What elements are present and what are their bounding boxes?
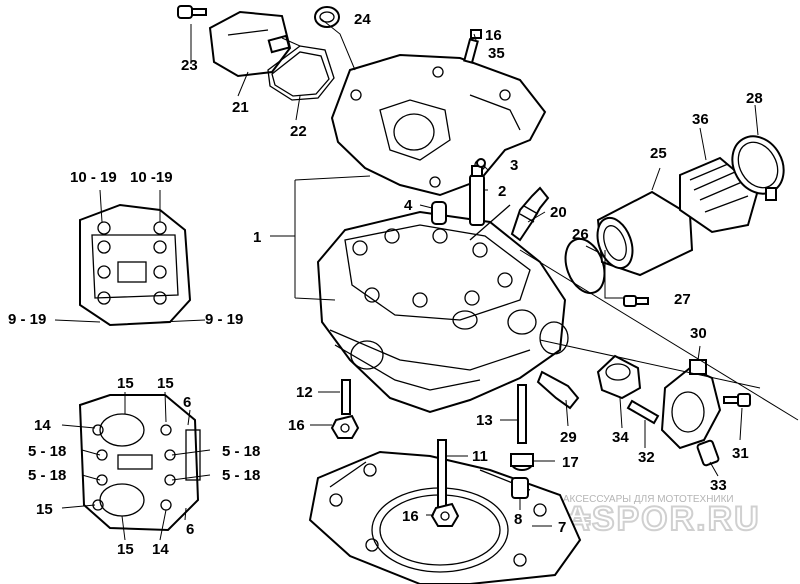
label-15-c: 15 (36, 501, 53, 518)
label-8: 8 (514, 511, 522, 528)
label-29: 29 (560, 429, 577, 446)
stud-32 (626, 399, 660, 425)
pipe-2 (469, 165, 485, 226)
label-5-18-c: 5 - 18 (28, 467, 66, 484)
stud-35 (463, 29, 482, 64)
label-9-19-right: 9 - 19 (205, 311, 243, 328)
stud-12 (341, 379, 351, 415)
inset-cam-holder (78, 394, 201, 532)
label-3: 3 (510, 157, 518, 174)
side-cover-gasket (267, 45, 335, 101)
label-36: 36 (692, 111, 709, 128)
plug-24 (314, 6, 340, 28)
label-34: 34 (612, 429, 629, 446)
label-21: 21 (232, 99, 249, 116)
side-cover (208, 10, 292, 78)
label-5-18-a: 5 - 18 (28, 443, 66, 460)
dowel-4 (431, 201, 447, 225)
leader-lines (54, 17, 799, 541)
label-14-top: 14 (34, 417, 51, 434)
label-7: 7 (558, 519, 566, 536)
clip-3 (476, 158, 486, 168)
label-10-19-left: 10 - 19 (70, 169, 117, 186)
label-30: 30 (690, 325, 707, 342)
label-16-top: 16 (485, 27, 502, 44)
label-15-d: 15 (117, 541, 134, 558)
temp-sensor (536, 370, 580, 410)
valve-cover (330, 53, 547, 197)
label-12: 12 (296, 384, 313, 401)
label-20: 20 (550, 204, 567, 221)
stud-11 (437, 439, 447, 513)
bolt-31 (723, 393, 751, 407)
label-10-19-right: 10 -19 (130, 169, 173, 186)
label-24: 24 (354, 11, 371, 28)
nut-17 (510, 453, 534, 471)
dowel-8 (511, 477, 529, 499)
label-25: 25 (650, 145, 667, 162)
label-17: 17 (562, 454, 579, 471)
bolt-27 (623, 295, 649, 307)
label-28: 28 (746, 90, 763, 107)
cylinder-head (316, 204, 569, 414)
label-5-18-d: 5 - 18 (222, 467, 260, 484)
thermostat (596, 354, 642, 400)
label-31: 31 (732, 445, 749, 462)
label-9-19-left: 9 - 19 (8, 311, 46, 328)
label-5-18-b: 5 - 18 (222, 443, 260, 460)
stud-13 (517, 384, 527, 444)
nut-16-bottom (430, 502, 460, 527)
bolt-23 (177, 5, 207, 19)
label-14-bottom: 14 (152, 541, 169, 558)
label-15-b: 15 (157, 375, 174, 392)
label-2: 2 (498, 183, 506, 200)
spark-plug (510, 186, 550, 242)
label-6-bottom: 6 (186, 521, 194, 538)
label-33: 33 (710, 477, 727, 494)
label-1: 1 (253, 229, 261, 246)
label-6-top: 6 (183, 394, 191, 411)
label-32: 32 (638, 449, 655, 466)
label-16-left: 16 (288, 417, 305, 434)
thermostat-housing (660, 359, 722, 450)
label-23: 23 (181, 57, 198, 74)
inset-top-view (79, 203, 192, 327)
collar-33 (696, 439, 720, 467)
part-labels: 1 2 3 4 6 6 7 8 11 12 13 14 14 15 15 15 … (8, 11, 763, 558)
label-27: 27 (674, 291, 691, 308)
label-15-a: 15 (117, 375, 134, 392)
intake-pipe (596, 190, 694, 277)
label-16-bottom: 16 (402, 508, 419, 525)
label-13: 13 (476, 412, 493, 429)
label-11: 11 (472, 448, 488, 465)
watermark-caption: ЗАПЧАСТИ И АКСЕССУАРЫ ДЛЯ МОТОТЕХНИКИ (497, 494, 734, 505)
label-35: 35 (488, 45, 505, 62)
label-4: 4 (404, 197, 413, 214)
label-22: 22 (290, 123, 307, 140)
label-26: 26 (572, 226, 589, 243)
hose-clamp (731, 135, 785, 201)
nut-16-left (330, 414, 360, 439)
